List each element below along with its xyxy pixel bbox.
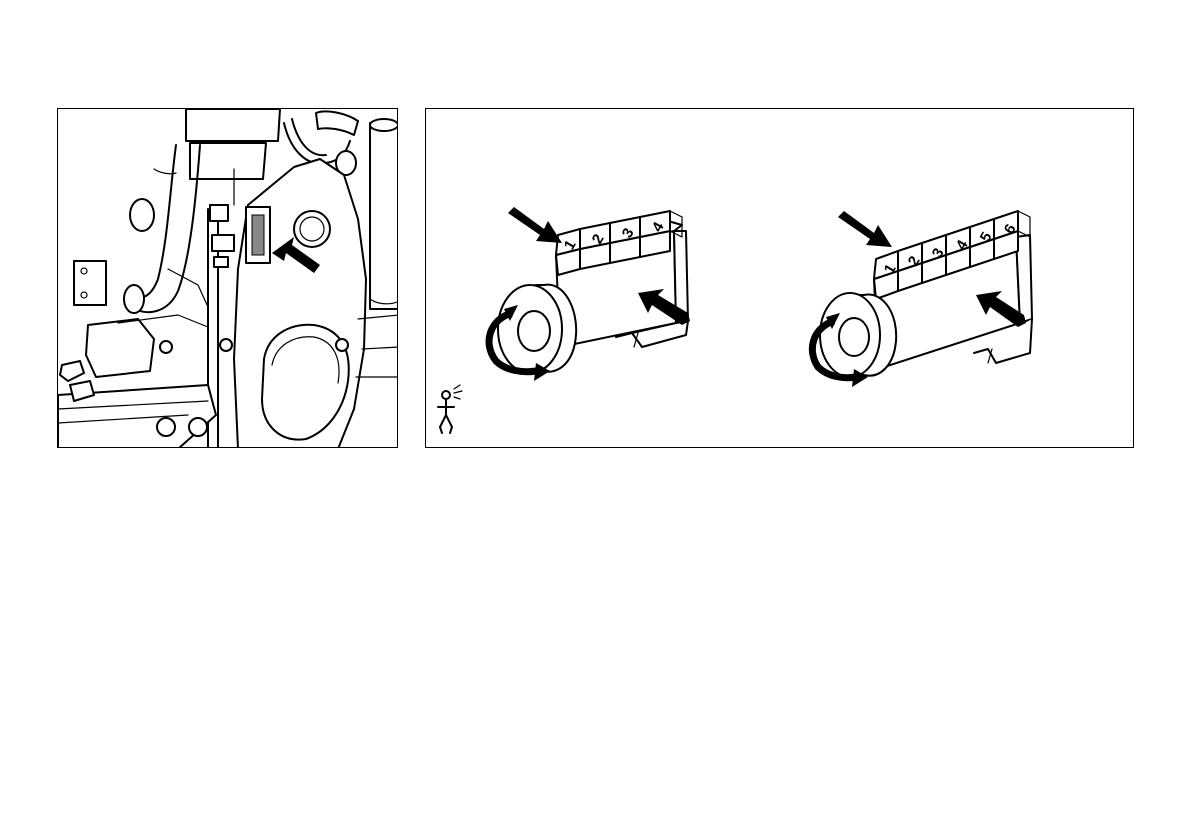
cylinder-counters-diagram: 1 2 3 4 xyxy=(426,109,1134,448)
engine-illustration-panel xyxy=(57,108,398,448)
person-speaking-icon xyxy=(438,385,462,433)
arrow-icon xyxy=(508,207,562,243)
arrow-icon xyxy=(838,211,892,247)
counter-knob xyxy=(820,293,896,377)
counter-6-cylinder: 1 2 3 4 5 6 xyxy=(812,211,1032,387)
engine-illustration xyxy=(58,109,398,448)
counter-knob xyxy=(498,285,576,373)
counter-4-cylinder: 1 2 3 4 xyxy=(489,207,690,381)
cylinder-counter-panel: 1 2 3 4 xyxy=(425,108,1134,448)
